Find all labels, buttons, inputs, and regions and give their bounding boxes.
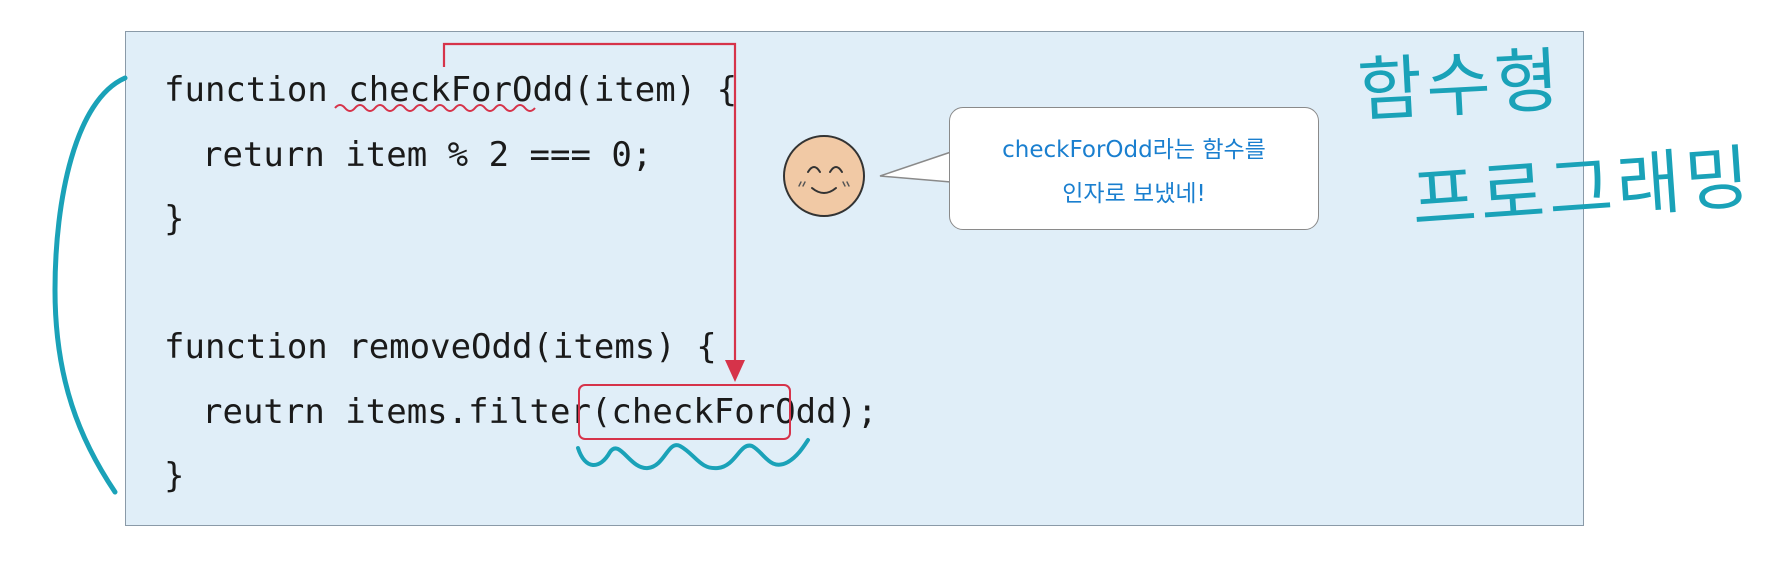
argument-highlight-box	[578, 384, 791, 440]
code-line-6: }	[164, 456, 185, 496]
filter-call-suffix: );	[836, 392, 878, 432]
speech-bubble: checkForOdd라는 함수를 인자로 보냈네!	[949, 107, 1319, 230]
code-line-3: }	[164, 199, 185, 239]
filter-call-prefix: reutrn items.filter(	[202, 392, 612, 432]
code-line-2: return item % 2 === 0;	[202, 135, 653, 175]
code-line-5: reutrn items.filter(checkForOdd);	[202, 387, 878, 437]
speech-bubble-line-1: checkForOdd라는 함수를	[1002, 137, 1266, 163]
handwritten-title-line-1: 함수형	[1355, 39, 1565, 132]
code-line-1: function checkForOdd(item) {	[164, 70, 738, 110]
code-line-4: function removeOdd(items) {	[164, 327, 717, 367]
callback-argument: checkForOdd	[611, 392, 837, 432]
speech-bubble-line-2: 인자로 보냈네!	[1062, 181, 1206, 207]
code-block-bracket	[52, 75, 128, 495]
code-panel	[125, 31, 1584, 526]
